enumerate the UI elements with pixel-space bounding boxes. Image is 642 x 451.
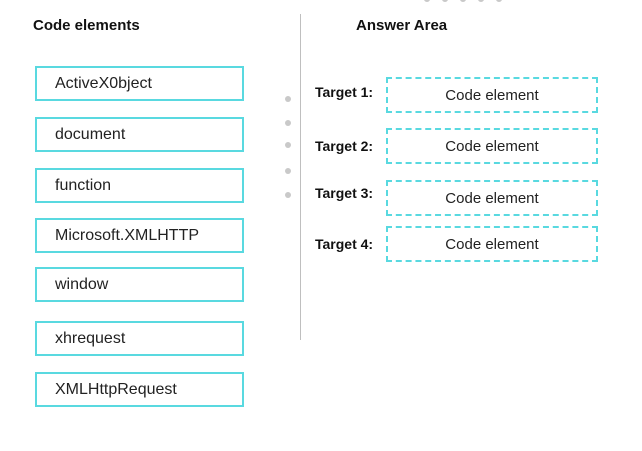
code-element-label: Microsoft.XMLHTTP	[55, 226, 200, 244]
top-decoration-dots	[424, 0, 502, 2]
dot	[285, 142, 291, 148]
code-element-tile[interactable]: xhrequest	[35, 321, 244, 356]
code-element-label: window	[55, 275, 109, 293]
code-element-tile[interactable]: window	[35, 267, 244, 302]
code-element-tile[interactable]: document	[35, 117, 244, 152]
code-element-label: ActiveX0bject	[55, 74, 152, 92]
code-element-tile[interactable]: function	[35, 168, 244, 203]
code-elements-heading: Code elements	[33, 17, 140, 34]
dot	[285, 96, 291, 102]
dropzone-placeholder: Code element	[445, 189, 539, 207]
code-element-label: document	[55, 125, 126, 143]
code-element-label: XMLHttpRequest	[55, 380, 177, 398]
code-element-tile[interactable]: Microsoft.XMLHTTP	[35, 218, 244, 253]
dropzone-placeholder: Code element	[445, 86, 539, 104]
dot	[478, 0, 484, 2]
code-element-label: xhrequest	[55, 329, 126, 347]
target-3-label: Target 3:	[315, 185, 374, 201]
dropzone-placeholder: Code element	[445, 235, 539, 253]
code-element-tile[interactable]: XMLHttpRequest	[35, 372, 244, 407]
target-1-label: Target 1:	[315, 84, 374, 100]
dot	[285, 192, 291, 198]
code-element-label: function	[55, 176, 112, 194]
dot	[496, 0, 502, 2]
dot	[424, 0, 430, 2]
target-2-label: Target 2:	[315, 138, 374, 154]
dot	[442, 0, 448, 2]
target-3-dropzone[interactable]: Code element	[386, 180, 598, 216]
dot	[285, 120, 291, 126]
target-2-dropzone[interactable]: Code element	[386, 128, 598, 164]
dot	[460, 0, 466, 2]
code-element-tile[interactable]: ActiveX0bject	[35, 66, 244, 101]
target-4-label: Target 4:	[315, 236, 374, 252]
panel-divider[interactable]	[300, 14, 301, 340]
target-1-dropzone[interactable]: Code element	[386, 77, 598, 113]
dot	[285, 168, 291, 174]
dropzone-placeholder: Code element	[445, 137, 539, 155]
target-4-dropzone[interactable]: Code element	[386, 226, 598, 262]
answer-area-heading: Answer Area	[356, 17, 448, 34]
